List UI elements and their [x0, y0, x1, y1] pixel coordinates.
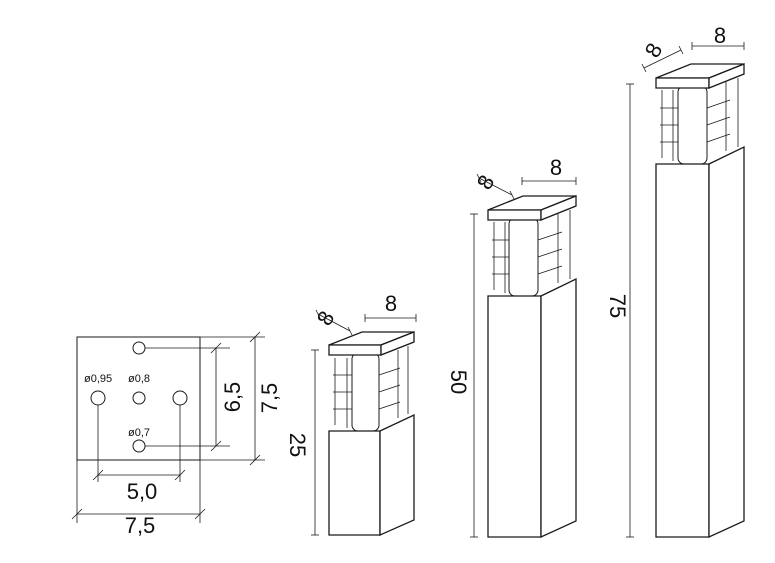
bollard-50-depth: 8	[472, 171, 500, 194]
bollard-50	[470, 173, 577, 539]
dim-inner-width: 5,0	[127, 479, 158, 504]
plate-outline	[76, 336, 201, 461]
dim-outer-height: 7,5	[257, 383, 282, 414]
bollard-25-depth: 8	[312, 307, 340, 330]
bollard-75-height: 75	[605, 294, 630, 318]
bollard-50-height: 50	[446, 370, 471, 394]
bollard-25-height: 25	[285, 433, 310, 457]
dim-inner-height: 6,5	[220, 382, 245, 413]
dim-outer-width: 7,5	[125, 513, 156, 538]
bollard-25	[311, 309, 417, 536]
hole-top	[132, 341, 146, 355]
bollard-75-width: 8	[714, 23, 726, 48]
bollard-25-width: 8	[385, 291, 397, 316]
hole-bottom-label: ø0,7	[128, 427, 150, 439]
hole-center	[132, 391, 146, 405]
base-plate	[71, 331, 265, 523]
hole-right	[172, 390, 188, 406]
hole-bottom	[132, 439, 146, 453]
bollard-50-width: 8	[550, 155, 562, 180]
bollard-75-depth: 8	[640, 39, 668, 62]
hole-center-label: ø0,8	[128, 373, 150, 385]
hole-left	[90, 390, 106, 406]
bollard-75	[626, 42, 745, 539]
hole-top-left-label: ø0,95	[84, 373, 112, 385]
